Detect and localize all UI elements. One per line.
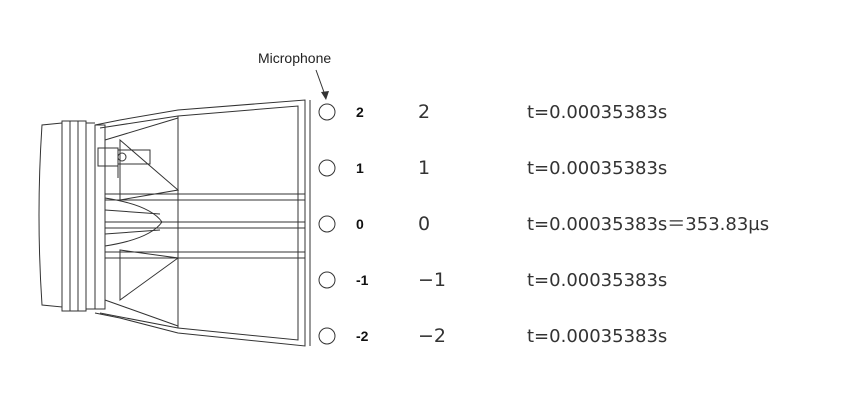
microphone-circle [318, 327, 336, 345]
time-label: t=0.00035383s [527, 102, 667, 123]
microphone-arrow [315, 69, 326, 96]
magnet-ring [77, 120, 87, 312]
horn-outer [94, 99, 306, 347]
index-label: 1 [418, 157, 430, 179]
microphone-circle [318, 215, 336, 233]
position-label: 1 [356, 160, 364, 176]
time-label: t=0.00035383s [527, 158, 667, 179]
microphone-rows: 2 2 t=0.00035383s 1 1 t=0.00035383s 0 0 t=0.0003… [318, 101, 769, 347]
index-label: −1 [418, 269, 446, 291]
index-label: 2 [418, 101, 430, 123]
connector-bolt [97, 147, 119, 167]
microphone-circle [318, 271, 336, 289]
position-label: -1 [356, 272, 369, 288]
time-label: t=0.00035383s＝353.83µs [527, 214, 769, 235]
index-label: −2 [418, 325, 446, 347]
position-label: -2 [356, 328, 369, 344]
magnet-ring [69, 120, 79, 312]
microphone-circle [318, 159, 336, 177]
magnet-ring [61, 120, 71, 312]
index-label: 0 [418, 213, 430, 235]
time-label: t=0.00035383s [527, 326, 667, 347]
position-label: 2 [356, 104, 364, 120]
microphone-label: Microphone [258, 50, 331, 66]
position-label: 0 [356, 216, 364, 232]
rear-cap [38, 122, 63, 308]
horn-speaker-drawing [38, 99, 311, 347]
inner-frame [94, 124, 106, 310]
microphone-arrow-head [321, 91, 329, 100]
time-label: t=0.00035383s [527, 270, 667, 291]
microphone-circle [318, 103, 336, 121]
